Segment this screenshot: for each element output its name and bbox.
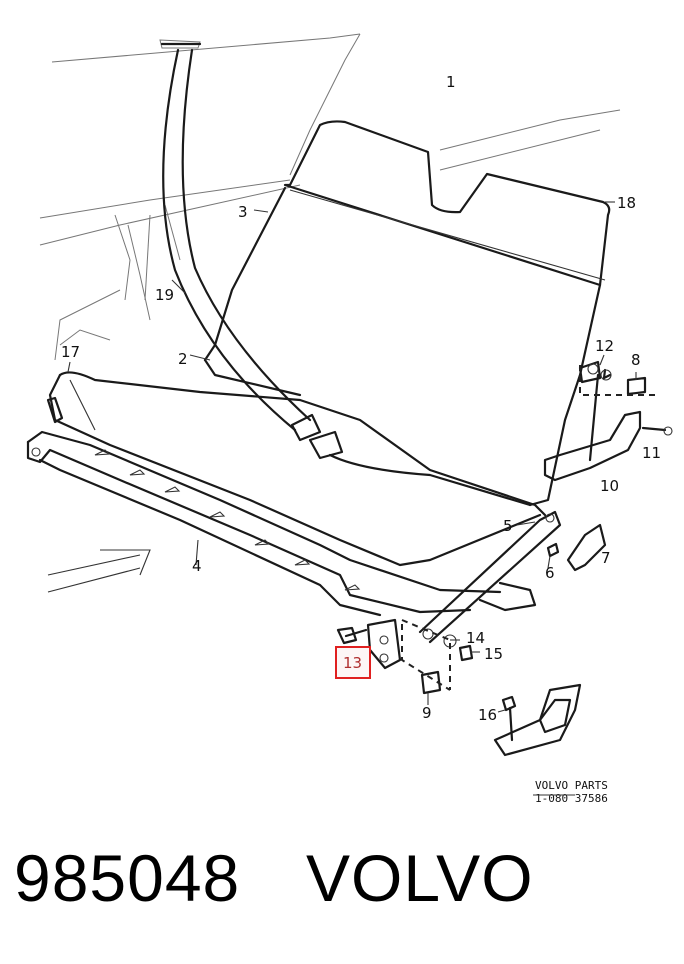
callout-13: 13 — [343, 654, 362, 672]
parts-diagram: 1 3 18 19 2 17 12 8 11 10 5 6 7 4 14 15 … — [26, 33, 673, 805]
callout-2: 2 — [178, 350, 188, 368]
callout-17: 17 — [61, 343, 80, 361]
frame-slots — [94, 449, 361, 591]
callout-labels: 1 3 18 19 2 17 12 8 11 10 5 6 7 4 14 15 … — [61, 73, 661, 724]
callout-10: 10 — [600, 477, 619, 495]
source-line-2: 1-080 37586 — [535, 792, 608, 805]
highlight-box — [335, 646, 371, 679]
callout-14: 14 — [466, 629, 485, 647]
callout-16: 16 — [478, 706, 497, 724]
callout-18: 18 — [617, 194, 636, 212]
car-body-outline — [39, 33, 621, 361]
source-line-1: VOLVO PARTS — [535, 779, 608, 792]
lower-pivot — [336, 618, 474, 695]
brand-name: VOLVO — [306, 841, 534, 915]
hinge-bracket — [543, 360, 673, 482]
leader-lines — [67, 201, 637, 713]
callout-12: 12 — [595, 337, 614, 355]
callout-4: 4 — [192, 557, 202, 575]
callout-6: 6 — [545, 564, 555, 582]
callout-19: 19 — [155, 286, 174, 304]
callout-1: 1 — [446, 73, 456, 91]
callout-5: 5 — [503, 517, 513, 535]
callout-11: 11 — [642, 444, 661, 462]
release-rod — [418, 510, 607, 644]
callout-3: 3 — [238, 203, 248, 221]
callout-15: 15 — [484, 645, 503, 663]
callout-9: 9 — [422, 704, 432, 722]
seat-cushion — [48, 371, 547, 567]
source-stamp: VOLVO PARTS 1-080 37586 — [533, 779, 608, 805]
callout-8: 8 — [631, 351, 641, 369]
seat-back — [203, 120, 611, 507]
floor-bracket — [493, 683, 582, 757]
part-number: 985048 — [14, 841, 241, 915]
callout-7: 7 — [601, 549, 611, 567]
seat-frame — [26, 396, 537, 617]
direction-arrow — [47, 549, 151, 593]
seat-belt — [160, 42, 344, 460]
